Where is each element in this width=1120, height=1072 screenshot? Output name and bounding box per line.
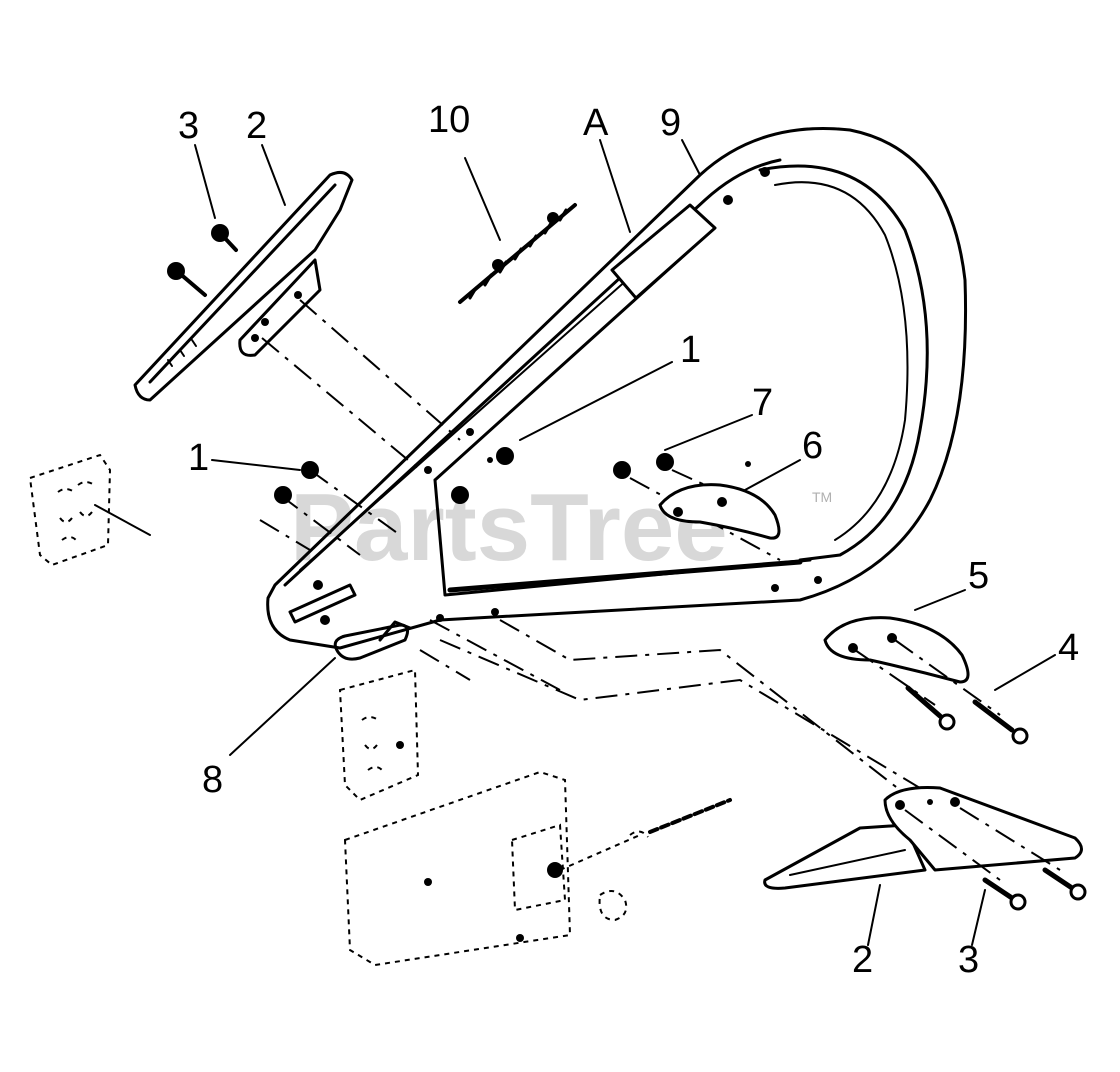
centerline-left-bolt	[309, 469, 401, 536]
watermark-trademark: TM	[812, 489, 832, 505]
centerline-bottom-b	[499, 619, 901, 791]
bolt-1-left-a	[301, 461, 319, 479]
callout-2-top: 2	[246, 105, 267, 147]
phantom-bracket-lower	[338, 668, 420, 802]
centerline-bottom-c	[439, 639, 941, 801]
callout-8: 8	[202, 759, 223, 801]
bolt-upper-left-a	[211, 224, 238, 252]
chain-guard-panel	[266, 126, 968, 650]
callout-3-top: 3	[178, 105, 199, 147]
centerline-bottom-d	[419, 649, 471, 681]
callout-7: 7	[752, 382, 773, 424]
centerline-left-bolt-2	[279, 494, 361, 556]
bolt-upper-left-b	[167, 262, 207, 297]
guide-plate-5	[823, 616, 970, 684]
phantom-housing	[343, 770, 732, 967]
bolt-1-left-b	[274, 486, 292, 504]
bolt-1-center	[451, 447, 514, 504]
callout-3-bottom: 3	[958, 939, 979, 981]
centerline-bottom-a	[429, 619, 561, 691]
bolt-lower-right-a	[904, 809, 1027, 911]
guide-plate-6	[658, 483, 781, 540]
bolt-4-a	[854, 649, 956, 731]
callout-10: 10	[428, 99, 470, 141]
bracket-upper-left	[133, 170, 354, 402]
watermark-text: PartsTree	[290, 474, 728, 581]
spring-part-10	[458, 203, 577, 304]
callout-A: A	[583, 102, 609, 144]
callout-1-right: 1	[680, 329, 701, 371]
centerline-bracket-a	[299, 299, 461, 441]
callout-6: 6	[802, 425, 823, 467]
callout-2-bottom: 2	[852, 939, 873, 981]
bolt-4-b	[894, 639, 1029, 745]
phantom-bracket-left	[28, 453, 151, 567]
spring-pin-8	[333, 620, 412, 661]
callout-5: 5	[968, 555, 989, 597]
bracket-lower-right	[763, 786, 1083, 890]
callout-9: 9	[660, 102, 681, 144]
leader-lines	[194, 139, 1056, 946]
callout-1-left: 1	[188, 437, 209, 479]
centerline-left-3	[259, 519, 311, 551]
centerline-bracket-b	[261, 337, 421, 471]
bolt-lower-right-b	[959, 807, 1087, 901]
callout-4: 4	[1058, 627, 1079, 669]
